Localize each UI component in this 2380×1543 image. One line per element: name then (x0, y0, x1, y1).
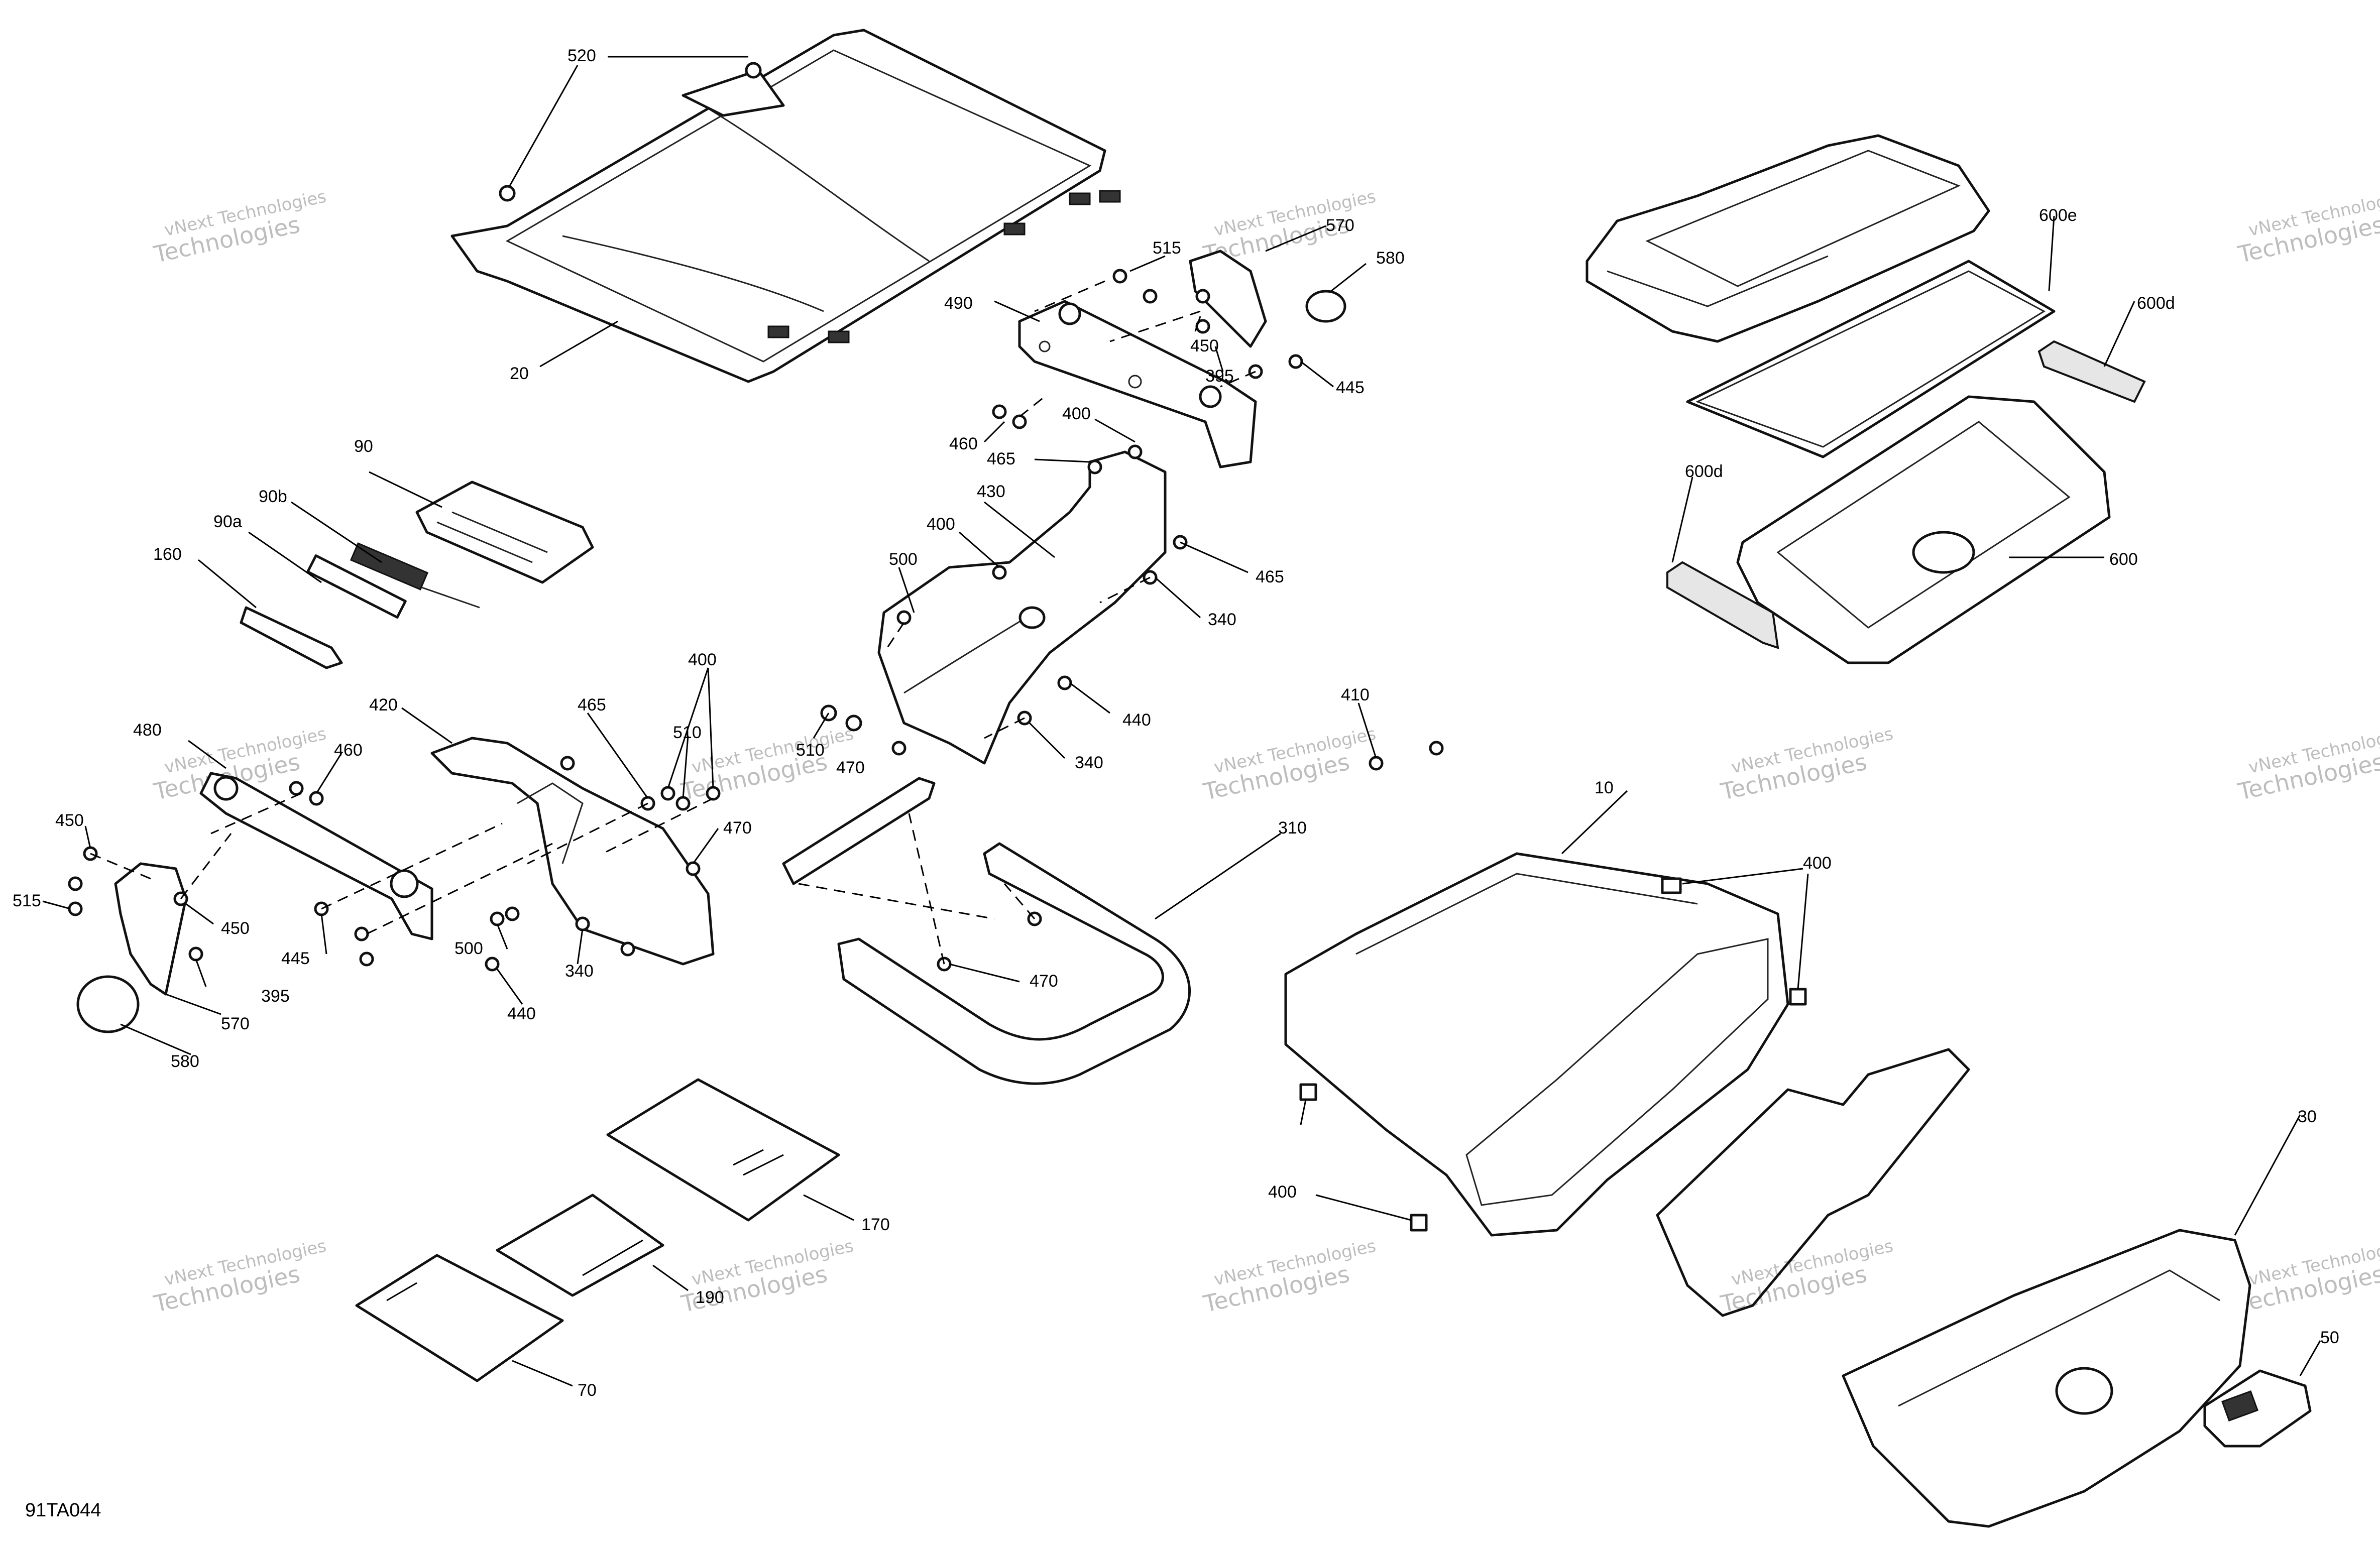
callout-400: 400 (688, 650, 717, 669)
callout-470: 470 (836, 758, 865, 777)
callout-445: 445 (281, 949, 310, 968)
callout-70: 70 (578, 1381, 597, 1400)
callout-160: 160 (153, 545, 182, 564)
tool-kit-part (415, 481, 594, 584)
callout-410: 410 (1341, 685, 1370, 704)
callout-510: 510 (796, 741, 825, 760)
callout-450: 450 (221, 919, 250, 938)
figure-id: 91TA044 (25, 1500, 101, 1521)
callout-450: 450 (55, 811, 84, 830)
callout-400: 400 (1803, 854, 1832, 873)
callout-190: 190 (696, 1288, 724, 1307)
callout-450: 450 (1190, 336, 1219, 355)
manual-book-170 (606, 1078, 840, 1222)
callout-470: 470 (1030, 972, 1058, 991)
callout-580: 580 (171, 1052, 199, 1071)
callout-90b: 90b (259, 487, 287, 506)
callout-570: 570 (1326, 216, 1354, 235)
center-support-part (877, 450, 1167, 765)
watermark: vNext Technologies Technologies (1201, 1236, 1378, 1318)
callout-395: 395 (261, 987, 290, 1006)
callout-500: 500 (889, 550, 918, 569)
booklet-190 (496, 1194, 664, 1297)
callout-470: 470 (723, 818, 752, 838)
booklet-70 (355, 1254, 564, 1382)
clip-400-set (1299, 877, 1807, 1232)
callout-400: 400 (927, 515, 955, 534)
watermark: vNext Technologies Technologies (2235, 1236, 2380, 1318)
callout-500: 500 (455, 939, 483, 958)
callout-445: 445 (1336, 378, 1365, 397)
storage-lid-part (1585, 134, 1990, 343)
callout-515: 515 (13, 891, 41, 910)
callout-465: 465 (987, 449, 1015, 468)
storage-tub-600 (1736, 395, 2111, 664)
callout-430: 430 (977, 482, 1005, 501)
callout-170: 170 (861, 1215, 890, 1234)
side-support-part (430, 737, 715, 966)
side-strip-part (782, 777, 936, 885)
leader-lines (42, 56, 2321, 1387)
callout-460: 460 (334, 741, 363, 760)
callout-580: 580 (1376, 249, 1405, 268)
callout-600d: 600d (2137, 294, 2175, 313)
watermark: vNext Technologies Technologies (2235, 186, 2380, 268)
fastener-520 (499, 62, 762, 202)
callout-labels: 520 20 515 570 580 490 450 395 445 460 4… (13, 46, 2339, 1400)
pad-600d (1666, 340, 2146, 649)
watermark: vNext Technologies Technologies (1718, 724, 1895, 805)
callout-600: 600 (2109, 550, 2138, 569)
plate-570-right (1189, 250, 1346, 348)
callout-515: 515 (1153, 239, 1181, 258)
callout-600e: 600e (2039, 206, 2077, 225)
assembly-lines (90, 280, 1256, 965)
callout-465: 465 (578, 695, 606, 715)
callout-465: 465 (1256, 567, 1284, 586)
callout-90a: 90a (213, 512, 242, 531)
storage-cover-part (1842, 1229, 2251, 1528)
callout-340: 340 (1208, 610, 1236, 629)
spanner-part (240, 606, 343, 669)
rear-bracket-part (1018, 300, 1257, 468)
callout-90: 90 (354, 437, 373, 456)
callout-50: 50 (2320, 1328, 2339, 1347)
callout-510: 510 (673, 723, 702, 742)
callout-30: 30 (2298, 1107, 2317, 1126)
callout-480: 480 (133, 721, 162, 740)
storage-tub-10 (1284, 852, 1789, 1237)
storage-seal-600e (1686, 260, 2056, 458)
watermark: vNext Technologies Technologies (151, 186, 328, 268)
fastener-set (68, 269, 1444, 972)
left-bracket-part (199, 772, 433, 940)
callout-460: 460 (949, 434, 978, 453)
plate-570-left (76, 862, 187, 1033)
rear-rail-part (837, 842, 1191, 1085)
spark-plug-wrench-part (306, 554, 407, 619)
callout-400: 400 (1268, 1182, 1297, 1202)
latch-part (2203, 1369, 2312, 1448)
watermark: vNext Technologies Technologies (1201, 724, 1378, 805)
callout-340: 340 (565, 962, 594, 981)
callout-420: 420 (369, 695, 398, 715)
callout-570: 570 (221, 1014, 250, 1033)
callout-340: 340 (1075, 753, 1103, 772)
watermark: vNext Technologies Technologies (151, 1236, 328, 1318)
watermark: vNext Technologies Technologies (1718, 1236, 1895, 1318)
callout-10: 10 (1595, 778, 1614, 797)
watermark: vNext Technologies Technologies (2235, 724, 2380, 805)
callout-520: 520 (568, 46, 596, 65)
callout-490: 490 (944, 294, 973, 313)
seal-loop-part (1656, 1048, 1970, 1317)
callout-440: 440 (507, 1004, 536, 1023)
callout-310: 310 (1278, 818, 1307, 838)
callout-400: 400 (1062, 404, 1091, 423)
callout-440: 440 (1122, 710, 1151, 730)
floor-panel-part (450, 29, 1121, 383)
callout-20: 20 (510, 364, 529, 383)
callout-395: 395 (1205, 367, 1234, 386)
watermark: vNext Technologies Technologies (678, 724, 856, 805)
callout-600d: 600d (1685, 462, 1723, 481)
